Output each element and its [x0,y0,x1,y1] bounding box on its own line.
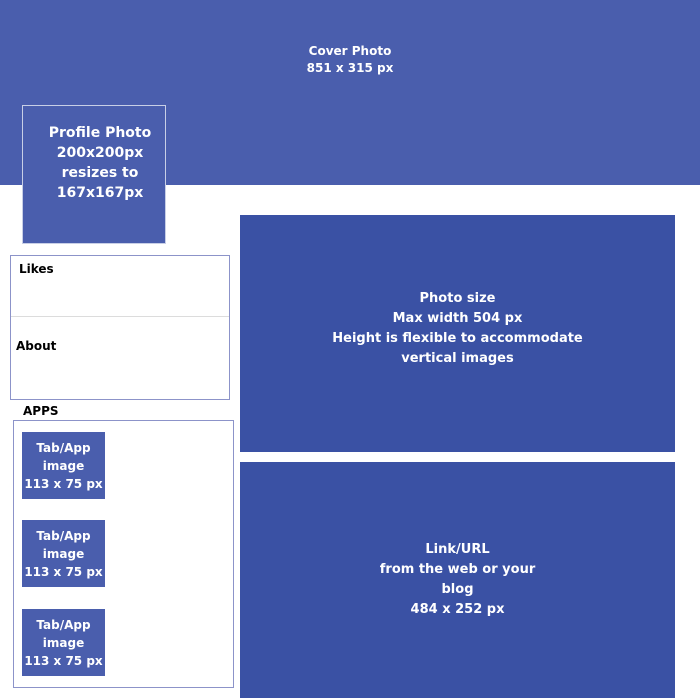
profile-size: 200x200px [56,145,144,161]
about-label: About [16,339,57,353]
apps-label: APPS [23,404,59,418]
photo-height-note-2: vertical images [401,350,514,366]
app-tile: Tab/App image 113 x 75 px [22,432,105,499]
app-tile-size: 113 x 75 px [24,564,103,579]
app-tile-subtitle: image [42,546,85,561]
photo-max-width: Max width 504 px [392,310,523,326]
likes-label: Likes [19,262,54,276]
app-tile: Tab/App image 113 x 75 px [22,520,105,587]
app-tile-subtitle: image [42,635,85,650]
likes-about-box: Likes About [10,255,230,400]
apps-box [13,420,234,688]
cover-size: 851 x 315 px [306,61,394,75]
photo-height-note: Height is flexible to accommodate [332,330,583,346]
link-source-2: blog [441,582,474,597]
cover-title: Cover Photo [308,44,392,58]
app-tile-size: 113 x 75 px [24,476,103,491]
link-size: 484 x 252 px [410,602,505,617]
link-url-placeholder: Link/URL from the web or your blog 484 x… [240,462,675,698]
link-title: Link/URL [425,542,490,557]
photo-title: Photo size [419,290,496,306]
app-tile-title: Tab/App [36,440,91,455]
profile-photo-placeholder: Profile Photo 200x200px resizes to 167x1… [22,105,166,244]
profile-resize-note: resizes to [61,165,139,181]
profile-photo-label: Profile Photo 200x200px resizes to 167x1… [23,123,165,203]
app-tile-subtitle: image [42,458,85,473]
link-source: from the web or your [379,562,536,577]
divider [11,316,229,317]
app-tile-title: Tab/App [36,528,91,543]
app-tile: Tab/App image 113 x 75 px [22,609,105,676]
photo-size-placeholder: Photo size Max width 504 px Height is fl… [240,215,675,452]
cover-photo-label: Cover Photo 851 x 315 px [0,43,700,77]
profile-resize-size: 167x167px [56,185,144,201]
app-tile-title: Tab/App [36,617,91,632]
profile-title: Profile Photo [48,125,152,141]
app-tile-size: 113 x 75 px [24,653,103,668]
